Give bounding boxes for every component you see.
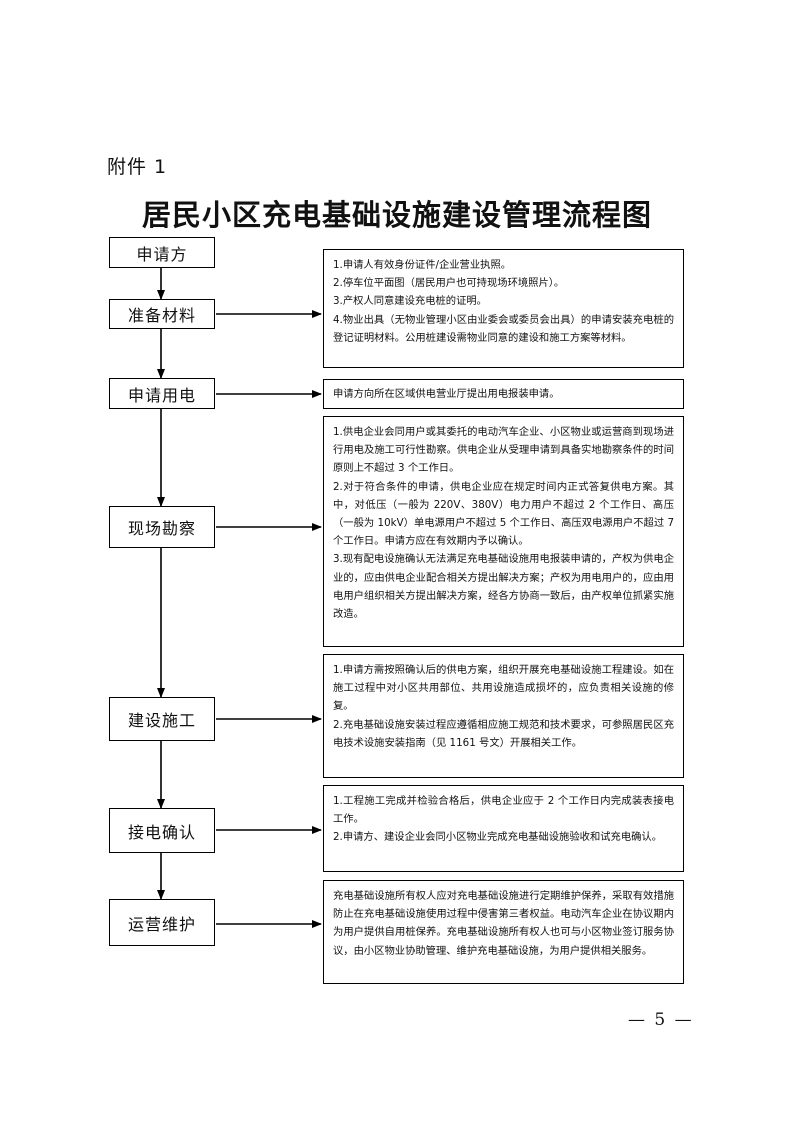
- note-materials-line: 1.申请人有效身份证件/企业营业执照。: [333, 259, 512, 271]
- note-construction-line: 2.充电基础设施安装过程应遵循相应施工规范和技术要求，可参照居民区充电技术设施安…: [333, 718, 674, 749]
- note-construction-line: 1.申请方需按照确认后的供电方案，组织开展充电基础设施工程建设。如在施工过程中对…: [333, 664, 674, 713]
- step-construction: 建设施工: [109, 697, 215, 741]
- step-prepare-materials: 准备材料: [109, 299, 215, 329]
- step-connection-confirm: 接电确认: [109, 808, 215, 853]
- step-operation-maintenance: 运营维护: [109, 899, 215, 946]
- note-apply: 申请方向所在区域供电营业厅提出用电报装申请。: [323, 379, 684, 409]
- note-materials-line: 4.物业出具（无物业管理小区由业委会或委员会出具）的申请安装充电桩的登记证明材料…: [333, 313, 674, 344]
- step-applicant: 申请方: [109, 237, 215, 268]
- note-connection-line: 2.申请方、建设企业会同小区物业完成充电基础设施验收和试充电确认。: [333, 831, 663, 844]
- note-survey-line: 2.对于符合条件的申请，供电企业应在规定时间内正式答复供电方案。其中，对低压（一…: [333, 480, 674, 548]
- note-connection: 1.工程施工完成并检验合格后，供电企业应于 2 个工作日内完成装表接电工作。 2…: [323, 785, 684, 872]
- note-operation: 充电基础设施所有权人应对充电基础设施进行定期维护保养，采取有效措施防止在充电基础…: [323, 880, 684, 984]
- note-materials-line: 3.产权人同意建设充电桩的证明。: [333, 295, 487, 308]
- note-materials-line: 2.停车位平面图（居民用户也可持现场环境照片）。: [333, 277, 565, 290]
- note-apply-line: 申请方向所在区域供电营业厅提出用电报装申请。: [333, 388, 560, 400]
- note-connection-line: 1.工程施工完成并检验合格后，供电企业应于 2 个工作日内完成装表接电工作。: [333, 795, 674, 826]
- note-survey-line: 1.供电企业会同用户或其委托的电动汽车企业、小区物业或运营商到现场进行用电及施工…: [333, 426, 674, 475]
- note-materials: 1.申请人有效身份证件/企业营业执照。 2.停车位平面图（居民用户也可持现场环境…: [323, 249, 684, 368]
- note-survey: 1.供电企业会同用户或其委托的电动汽车企业、小区物业或运营商到现场进行用电及施工…: [323, 416, 684, 647]
- step-apply-electricity: 申请用电: [109, 378, 215, 409]
- note-survey-line: 3.现有配电设施确认无法满足充电基础设施用电报装申请的，产权为供电企业的，应由供…: [333, 553, 674, 621]
- note-construction: 1.申请方需按照确认后的供电方案，组织开展充电基础设施工程建设。如在施工过程中对…: [323, 654, 684, 778]
- page-number: — 5 —: [628, 1010, 694, 1030]
- step-site-survey: 现场勘察: [109, 506, 215, 548]
- note-operation-line: 充电基础设施所有权人应对充电基础设施进行定期维护保养，采取有效措施防止在充电基础…: [333, 890, 674, 957]
- page-title: 居民小区充电基础设施建设管理流程图: [141, 198, 652, 232]
- attachment-label: 附件 1: [107, 156, 168, 178]
